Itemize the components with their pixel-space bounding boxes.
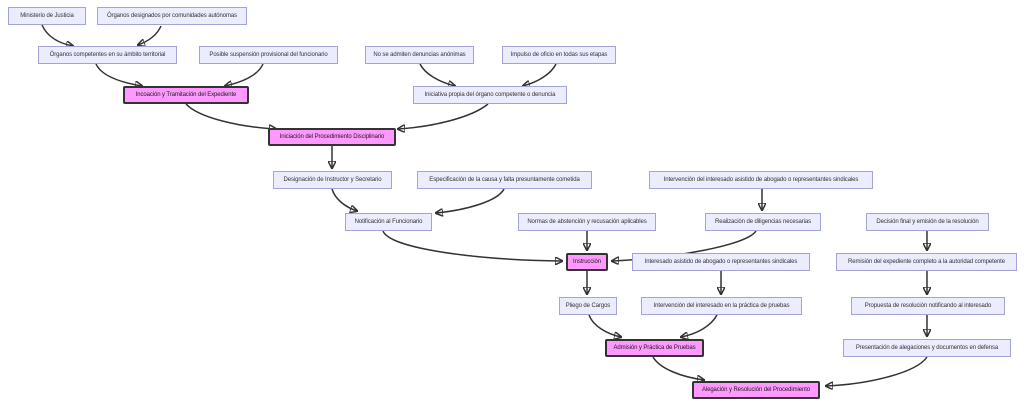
node-realizacion-diligencias: Realización de diligencias necesarias <box>705 213 821 231</box>
edge-pliego-cargos--admision-pruebas <box>588 314 621 337</box>
edge-designacion-instructor--notificacion-funcionario <box>331 188 357 211</box>
edge-organos-designados--organos-competentes <box>138 25 162 45</box>
edge-ministerio-justicia--organos-competentes <box>41 24 73 46</box>
node-remision-expediente: Remisión del expediente completo a la au… <box>836 253 1017 271</box>
node-organos-designados: Órganos designados por comunidades autón… <box>97 7 247 25</box>
edge-no-denuncias-anonimas--iniciativa-propia <box>419 63 455 86</box>
node-instruccion: Instrucción <box>566 253 608 271</box>
node-designacion-instructor: Designación de Instructor y Secretario <box>273 171 392 189</box>
node-iniciacion-procedimiento: Iniciación del Procedimiento Disciplinar… <box>268 128 396 146</box>
node-impulso-oficio: Impulso de oficio en todas sus etapas <box>502 46 616 64</box>
edge-incoacion-expediente--iniciacion-procedimiento <box>185 103 276 129</box>
edge-organos-competentes--incoacion-expediente <box>95 63 142 86</box>
edge-notificacion-funcionario--instruccion <box>382 230 562 261</box>
edge-intervencion-practica-pruebas--admision-pruebas <box>681 314 718 337</box>
node-admision-pruebas: Admisión y Práctica de Pruebas <box>605 339 704 357</box>
node-incoacion-expediente: Incoación y Tramitación del Expediente <box>123 86 249 104</box>
node-ministerio-justicia: Ministerio de Justicia <box>8 7 86 25</box>
edge-posible-suspension--incoacion-expediente <box>225 63 264 86</box>
edge-iniciativa-propia--iniciacion-procedimiento <box>398 103 489 129</box>
node-notificacion-funcionario: Notificación al Funcionario <box>345 213 432 231</box>
node-interesado-asistido: Interesado asistido de abogado o represe… <box>632 253 810 271</box>
edge-admision-pruebas--alegacion-resolucion <box>652 356 704 380</box>
node-pliego-cargos: Pliego de Cargos <box>559 297 617 315</box>
node-no-denuncias-anonimas: No se admiten denuncias anónimas <box>365 46 474 64</box>
node-especificacion-causa: Especificación de la causa y falta presu… <box>417 171 592 189</box>
node-normas-abstencion: Normas de abstención y recusación aplica… <box>518 213 656 231</box>
node-presentacion-alegaciones: Presentación de alegaciones y documentos… <box>843 339 1011 357</box>
node-iniciativa-propia: Iniciativa propia del órgano competente … <box>413 86 567 104</box>
node-propuesta-resolucion: Propuesta de resolución notificando al i… <box>851 297 1005 315</box>
node-intervencion-asistido-sindicales: Intervención del interesado asistido de … <box>649 171 873 189</box>
edge-presentacion-alegaciones--alegacion-resolucion <box>826 356 928 386</box>
edge-impulso-oficio--iniciativa-propia <box>523 63 557 86</box>
node-organos-competentes: Órganos competentes en su ámbito territo… <box>38 46 177 64</box>
edge-especificacion-causa--notificacion-funcionario <box>436 188 505 213</box>
node-alegacion-resolucion: Alegación y Resolución del Procedimiento <box>692 381 820 399</box>
node-decision-final: Decisión final y emisión de la resolució… <box>866 213 989 231</box>
node-posible-suspension: Posible suspensión provisional del funci… <box>199 46 338 64</box>
node-intervencion-practica-pruebas: Intervención del interesado en la prácti… <box>641 297 802 315</box>
